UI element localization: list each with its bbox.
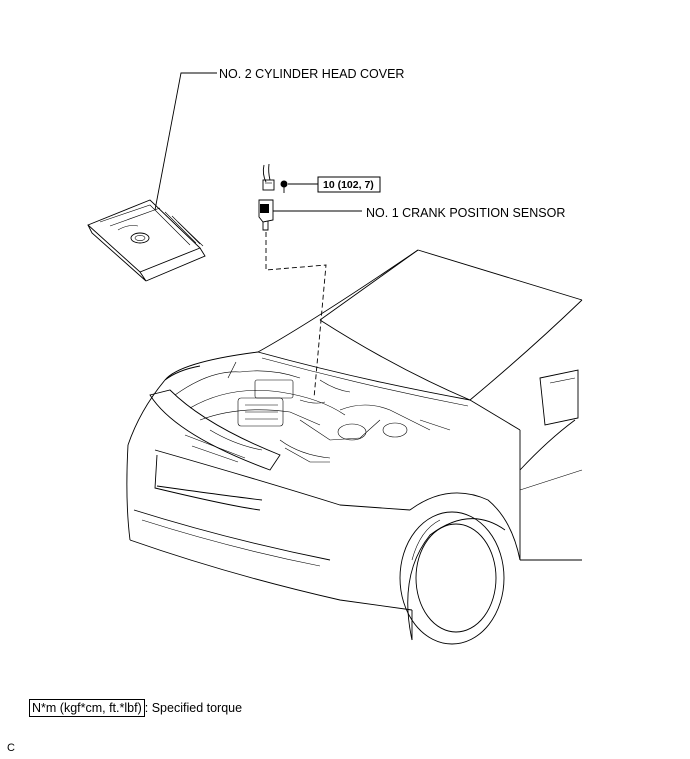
- figure-code: C: [7, 742, 15, 754]
- location-dashed-line: [265, 232, 327, 399]
- cylinder-head-cover-illustration: [87, 199, 206, 282]
- torque-legend: N*m (kgf*cm, ft.*lbf): Specified torque: [29, 699, 242, 717]
- legend-description: Specified torque: [151, 701, 243, 715]
- legend-separator: :: [144, 701, 149, 715]
- cover-leader-line: [154, 72, 217, 211]
- torque-unit-box: N*m (kgf*cm, ft.*lbf): [29, 699, 145, 717]
- torque-value-box: [317, 176, 381, 193]
- crank-sensor-label: NO. 1 CRANK POSITION SENSOR: [366, 206, 565, 220]
- torque-value-label: 10 (102, 7): [323, 179, 374, 191]
- cylinder-head-cover-label: NO. 2 CYLINDER HEAD COVER: [219, 67, 404, 81]
- crank-sensor-illustration: [258, 163, 275, 231]
- bolt-icon: [280, 180, 288, 193]
- vehicle-front-illustration: [126, 249, 583, 645]
